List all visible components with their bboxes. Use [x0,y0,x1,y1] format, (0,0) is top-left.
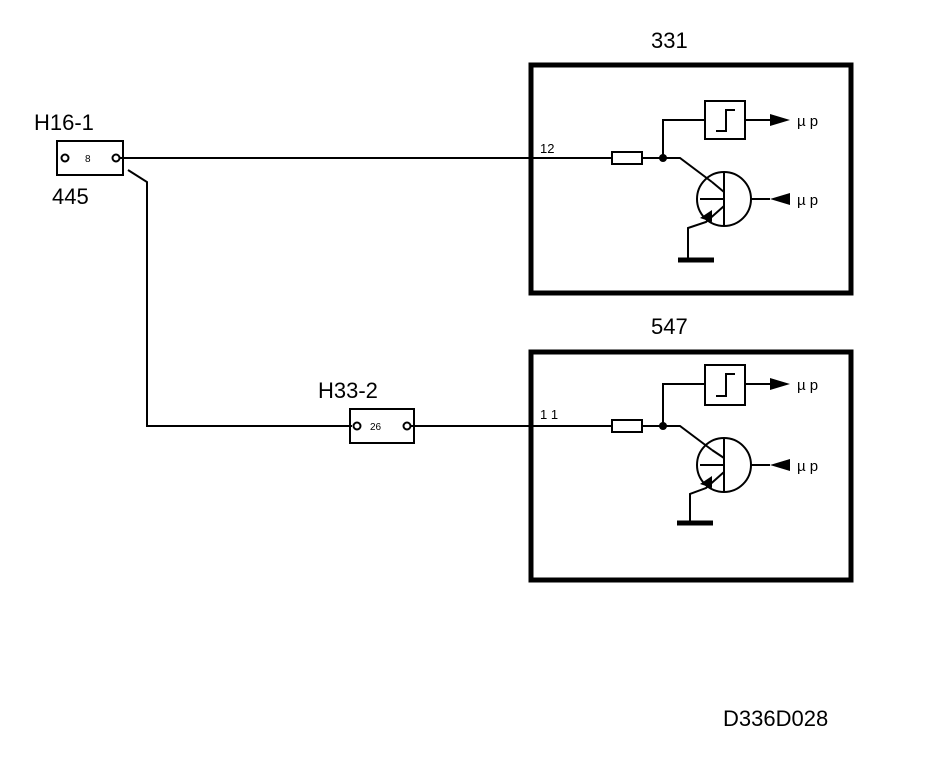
module-547-output-label: µ p [797,377,818,394]
output-arrow-331 [770,114,790,126]
output-arrow-547 [770,378,790,390]
input-arrow-547 [770,459,790,471]
wire-h16-to-h33 [127,169,352,427]
module-547-input-label: µ p [797,458,818,475]
connector-h16-pin: 8 [85,154,91,165]
module-331-label: 331 [651,28,688,53]
module-547: 1 1 µ p µ p [528,349,854,583]
module-331-input-label: µ p [797,192,818,209]
module-547-pin: 1 1 [540,407,558,422]
component-445-label: 445 [52,184,89,209]
connector-h33: 26 [349,408,415,444]
connector-h33-label: H33-2 [318,378,378,403]
connector-h16-label: H16-1 [34,110,94,135]
module-331-output-label: µ p [797,113,818,130]
module-331-pin: 12 [540,141,554,156]
input-arrow-331 [770,193,790,205]
resistor-547 [611,419,643,433]
module-547-label: 547 [651,314,688,339]
resistor-331 [611,151,643,165]
figure-code: D336D028 [723,706,828,731]
module-331: 12 µ p µ p [528,62,854,296]
connector-h16: 8 [56,140,124,176]
connector-h33-pin: 26 [370,422,382,433]
